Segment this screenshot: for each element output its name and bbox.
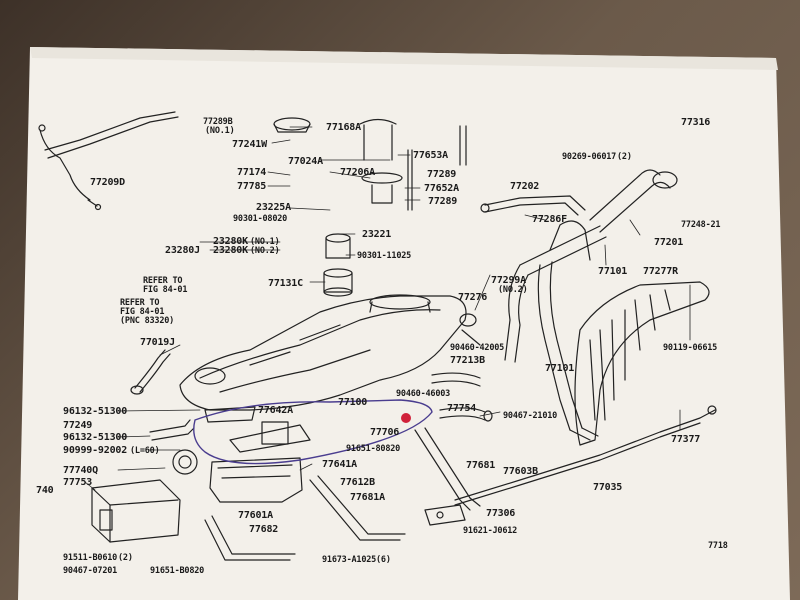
part-label-77603B: 77603B — [503, 466, 538, 477]
skid-plate-77641A — [209, 457, 303, 503]
bracket-77306 — [424, 504, 466, 526]
part-label-77276: 77276 — [458, 292, 488, 303]
part-label-77201: 77201 — [654, 237, 684, 248]
part-label-90269-06017-note: (2) — [617, 152, 632, 162]
part-label-77377: 77377 — [671, 434, 701, 445]
hand-drawn-highlight — [193, 399, 433, 465]
part-label-77289-b: 77289 — [428, 196, 458, 207]
part-label-77681: 77681 — [466, 460, 496, 471]
part-label-23280K-1-note: (NO.1) — [250, 237, 280, 247]
part-label-90467-21010: 90467-21010 — [503, 411, 558, 421]
paper-sheet — [18, 47, 790, 600]
part-label-77035: 77035 — [593, 482, 623, 493]
part-label-77019J: 77019J — [140, 337, 175, 348]
hose-77019J — [130, 349, 171, 395]
part-label-23225A: 23225A — [256, 202, 291, 213]
part-label-91651-80820: 91651-80820 — [346, 444, 401, 454]
part-label-23280K-1: 23280K — [213, 236, 248, 247]
part-label-96132-51300-a: 96132-51300 — [63, 406, 128, 417]
part-label-77100: 77100 — [338, 397, 368, 408]
part-label-77641A: 77641A — [322, 459, 357, 470]
part-label-77601A: 77601A — [238, 510, 273, 521]
part-label-23221: 23221 — [362, 229, 392, 240]
fuel-tank-77100 — [179, 294, 467, 411]
part-label-96132-51300-b: 96132-51300 — [63, 432, 128, 443]
leader-lines — [84, 126, 691, 491]
part-label-77316: 77316 — [681, 117, 711, 128]
part-label-23280J: 23280J — [165, 245, 200, 256]
part-label-77168A: 77168A — [326, 122, 361, 133]
filler-hose-77201 — [504, 169, 678, 363]
part-label-77131C: 77131C — [268, 278, 303, 289]
part-label-77299A: 77299A — [491, 275, 526, 286]
part-label-740: 740 — [36, 485, 54, 496]
red-marker-dot — [401, 413, 411, 423]
part-label-77289B: 77289B — [203, 117, 233, 127]
part-label-90301-08020: 90301-08020 — [233, 214, 288, 224]
part-label-90269-06017: 90269-06017 — [562, 152, 617, 162]
hose-77754 — [439, 407, 493, 422]
part-label-90119-06615: 90119-06615 — [663, 343, 718, 353]
part-label-91651-B0820: 91651-B0820 — [150, 566, 205, 576]
wire-harness-77209D — [38, 111, 179, 211]
hose-77249 — [149, 419, 195, 441]
part-label-77213B: 77213B — [450, 355, 485, 366]
part-label-77753: 77753 — [63, 477, 93, 488]
part-label-77681A: 77681A — [350, 492, 385, 503]
part-label-77612B: 77612B — [340, 477, 375, 488]
part-label-77206A: 77206A — [340, 167, 375, 178]
part-label-77306: 77306 — [486, 508, 516, 519]
part-label-90301-11025: 90301-11025 — [357, 251, 412, 261]
part-label-90467-07201: 90467-07201 — [63, 566, 118, 576]
part-label-23280K-2: 23280K — [213, 245, 248, 256]
part-label-77785: 77785 — [237, 181, 267, 192]
part-label-91511-B0610: 91511-B0610 — [63, 553, 118, 563]
part-label-77299A-note: (NO.2) — [498, 285, 528, 295]
part-label-91511-B0610-note: (2) — [118, 553, 133, 563]
tank-straps — [204, 427, 481, 561]
part-label-77249: 77249 — [63, 420, 93, 431]
part-label-77289B-note: (NO.1) — [205, 126, 235, 136]
part-label-90460-46003: 90460-46003 — [396, 389, 451, 399]
filler-pipe-77101 — [537, 220, 599, 441]
tube-77035 — [454, 405, 717, 506]
part-label-77277R: 77277R — [643, 266, 678, 277]
part-label-refer-to-2: REFER TO FIG 84-01 (PNC 83320) — [120, 298, 175, 326]
part-label-91621-J0612: 91621-J0612 — [463, 526, 518, 536]
part-label-90999-92002-note: (L=60) — [130, 446, 160, 456]
part-label-77706: 77706 — [370, 427, 400, 438]
part-label-77248-21: 77248-21 — [681, 220, 721, 230]
tube-77202 — [480, 195, 586, 216]
part-label-77241W: 77241W — [232, 139, 267, 150]
part-label-77682: 77682 — [249, 524, 279, 535]
part-label-77740Q: 77740Q — [63, 465, 98, 476]
part-label-77289-a: 77289 — [427, 169, 457, 180]
part-label-91673-A1025-note: (6) — [376, 555, 391, 565]
part-label-77286F: 77286F — [532, 214, 567, 225]
part-label-90460-42005: 90460-42005 — [450, 343, 505, 353]
part-label-77653A: 77653A — [413, 150, 448, 161]
hose-77213B — [431, 372, 481, 387]
charcoal-canister-77740 — [91, 449, 198, 543]
part-label-23280K-2-note: (NO.2) — [250, 246, 280, 256]
part-label-77652A: 77652A — [424, 183, 459, 194]
part-label-77642A: 77642A — [258, 405, 293, 416]
figure-number: 7718 — [708, 541, 728, 551]
part-label-77101-b: 77101 — [545, 363, 575, 374]
heat-shield-77277R — [574, 281, 710, 446]
part-label-90999-92002: 90999-92002 — [63, 445, 128, 456]
part-label-77174: 77174 — [237, 167, 267, 178]
part-label-91673-A1025: 91673-A1025 — [322, 555, 377, 565]
paper-shadow — [30, 47, 778, 70]
part-label-77209D: 77209D — [90, 177, 125, 188]
part-label-77754: 77754 — [447, 403, 477, 414]
fitting-77276 — [459, 313, 481, 346]
part-label-77202: 77202 — [510, 181, 540, 192]
part-label-77024A: 77024A — [288, 156, 323, 167]
part-label-refer-to-1: REFER TO FIG 84-01 — [143, 276, 188, 295]
part-label-77101-a: 77101 — [598, 266, 628, 277]
